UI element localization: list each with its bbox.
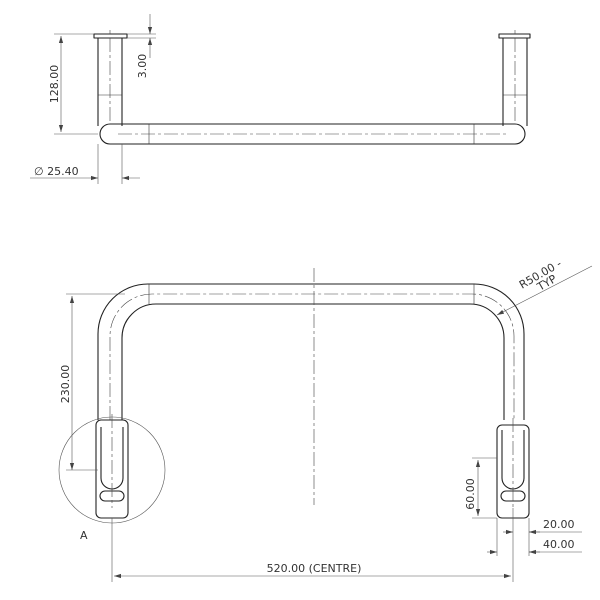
right-post-top bbox=[502, 38, 528, 126]
dimension-flange-thickness: 3.00 bbox=[127, 14, 156, 78]
dimension-offset-20-label: 20.00 bbox=[543, 518, 575, 531]
dimension-flange-thickness-label: 3.00 bbox=[136, 54, 149, 79]
dimension-offsets: 20.00 40.00 bbox=[487, 508, 582, 556]
detail-label: A bbox=[80, 529, 88, 542]
dimension-radius: R50.00 - TYP bbox=[496, 257, 593, 316]
dimension-slot-label: 60.00 bbox=[464, 478, 477, 510]
dimension-height-top: 128.00 bbox=[48, 33, 98, 135]
dimension-slot: 60.00 bbox=[464, 457, 497, 519]
dimension-height-top-label: 128.00 bbox=[48, 65, 61, 104]
left-flange-top bbox=[93, 30, 128, 39]
top-view: 128.00 3.00 ∅ 25.40 bbox=[30, 14, 531, 184]
dimension-height-front-label: 230.00 bbox=[59, 365, 72, 404]
dimension-width-centre: 520.00 (CENTRE) bbox=[111, 518, 514, 582]
right-flange-top bbox=[498, 30, 531, 39]
front-view: A 230.00 R50.00 - TYP 60.00 bbox=[58, 257, 593, 582]
bent-tube-front bbox=[97, 268, 525, 505]
dimension-height-front: 230.00 bbox=[59, 293, 125, 471]
dimension-width-centre-label: 520.00 (CENTRE) bbox=[267, 562, 362, 575]
left-bracket bbox=[95, 414, 129, 519]
horizontal-bar-top bbox=[99, 123, 526, 145]
dimension-diameter-label: ∅ 25.40 bbox=[34, 165, 79, 178]
dimension-offset-40-label: 40.00 bbox=[543, 538, 575, 551]
left-post-top bbox=[97, 38, 123, 126]
right-bracket bbox=[496, 418, 530, 519]
dimension-diameter: ∅ 25.40 bbox=[30, 144, 140, 184]
